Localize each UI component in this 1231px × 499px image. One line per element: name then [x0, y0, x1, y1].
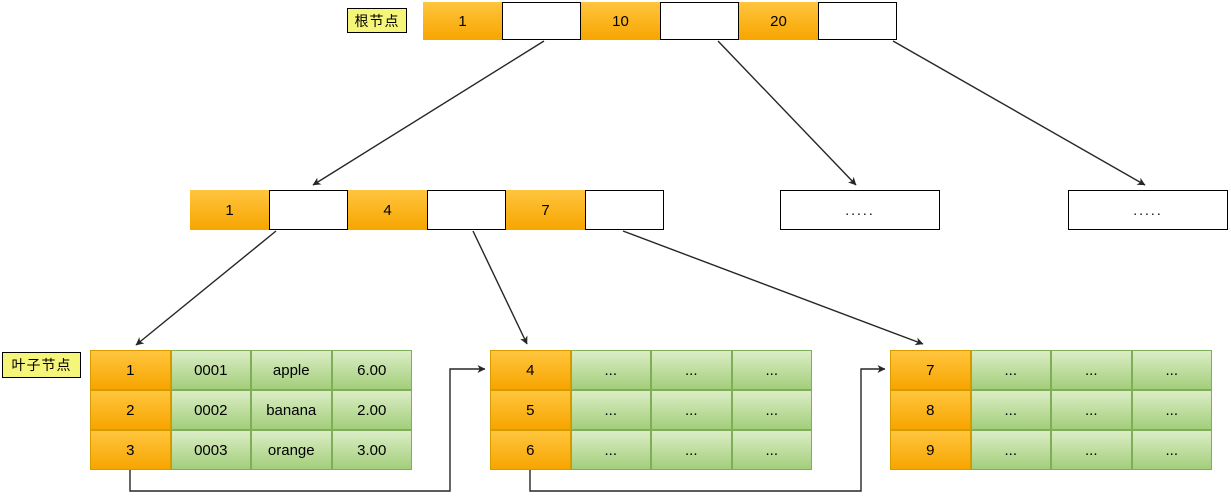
leaf-data-cell: 0003: [170, 430, 251, 470]
internal-key-cell: 7: [506, 190, 585, 230]
root-node-label: 根节点: [347, 8, 407, 33]
leaf-data-cell: ...: [1051, 390, 1132, 430]
leaf-data-cell: 0001: [170, 350, 251, 390]
leaf-key-cell: 6: [490, 430, 571, 470]
leaf-data-cell: ...: [570, 350, 651, 390]
collapsed-internal-node: .....: [780, 190, 940, 230]
leaf-data-cell: 2.00: [331, 390, 412, 430]
leaf-data-cell: ...: [731, 390, 812, 430]
leaf-data-cell: ...: [1051, 430, 1132, 470]
leaf-data-cell: ...: [731, 430, 812, 470]
leaf-key-cell: 7: [890, 350, 971, 390]
edge-internal-to-leaf3: [622, 230, 924, 346]
collapsed-internal-node: .....: [1068, 190, 1228, 230]
leaf-node-table-1: 1 0001 apple 6.00 2 0002 banana 2.00 3 0…: [90, 350, 412, 470]
leaf-data-cell: ...: [731, 350, 812, 390]
internal-key-cell: 4: [348, 190, 427, 230]
root-node: 1 10 20: [423, 2, 897, 40]
leaf-data-cell: ...: [970, 430, 1051, 470]
edge-root-to-box1: [717, 40, 857, 186]
leaf-key-cell: 1: [90, 350, 171, 390]
root-pointer-cell: [660, 2, 739, 40]
leaf-key-cell: 2: [90, 390, 171, 430]
leaf-node-table-2: 4 ... ... ... 5 ... ... ... 6 ... ... ..…: [490, 350, 812, 470]
internal-node: 1 4 7: [190, 190, 664, 230]
leaf-data-cell: ...: [1131, 350, 1212, 390]
leaf-key-cell: 8: [890, 390, 971, 430]
leaf-node-label: 叶子节点: [2, 352, 81, 378]
root-pointer-cell: [502, 2, 581, 40]
leaf-data-cell: ...: [970, 350, 1051, 390]
leaf-data-cell: banana: [251, 390, 332, 430]
leaf-data-cell: orange: [251, 430, 332, 470]
leaf-key-cell: 4: [490, 350, 571, 390]
edge-internal-to-leaf2: [472, 230, 528, 345]
leaf-data-cell: ...: [651, 430, 732, 470]
leaf-data-cell: 0002: [170, 390, 251, 430]
leaf-key-cell: 3: [90, 430, 171, 470]
root-key-cell: 1: [423, 2, 502, 40]
leaf-key-cell: 9: [890, 430, 971, 470]
leaf-data-cell: 3.00: [331, 430, 412, 470]
internal-pointer-cell: [269, 190, 348, 230]
leaf-data-cell: ...: [1131, 390, 1212, 430]
leaf-node-table-3: 7 ... ... ... 8 ... ... ... 9 ... ... ..…: [890, 350, 1212, 470]
edge-root-to-internal: [312, 40, 545, 186]
root-pointer-cell: [818, 2, 897, 40]
root-key-cell: 10: [581, 2, 660, 40]
leaf-key-cell: 5: [490, 390, 571, 430]
leaf-data-cell: ...: [651, 350, 732, 390]
leaf-data-cell: ...: [570, 430, 651, 470]
internal-key-cell: 1: [190, 190, 269, 230]
leaf-data-cell: ...: [1131, 430, 1212, 470]
leaf-data-cell: ...: [651, 390, 732, 430]
leaf-data-cell: apple: [251, 350, 332, 390]
edge-root-to-box2: [892, 40, 1146, 186]
internal-pointer-cell: [585, 190, 664, 230]
leaf-data-cell: ...: [970, 390, 1051, 430]
internal-pointer-cell: [427, 190, 506, 230]
edge-internal-to-leaf1: [135, 230, 277, 346]
leaf-data-cell: 6.00: [331, 350, 412, 390]
leaf-data-cell: ...: [570, 390, 651, 430]
root-key-cell: 20: [739, 2, 818, 40]
leaf-data-cell: ...: [1051, 350, 1132, 390]
